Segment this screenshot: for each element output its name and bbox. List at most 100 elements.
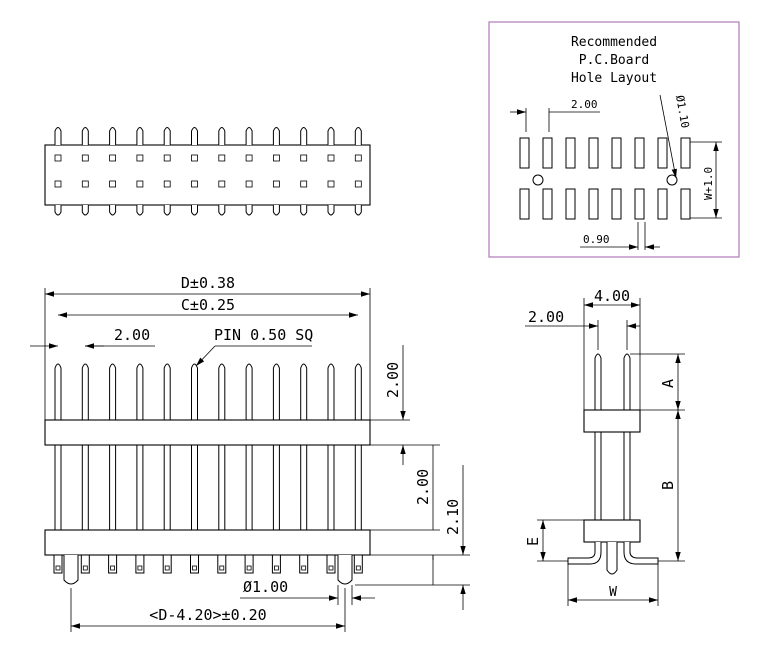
side-offset-label: 2.00 bbox=[528, 308, 564, 326]
pin-callout-label: PIN 0.50 SQ bbox=[214, 326, 313, 344]
front-pin-middle bbox=[163, 444, 171, 531]
top-pin-upper bbox=[354, 127, 362, 145]
front-pin-lead bbox=[135, 554, 145, 574]
front-view-top-insulator bbox=[44, 419, 371, 446]
front-pin-middle bbox=[327, 444, 335, 531]
dim-c-label: C±0.25 bbox=[181, 296, 235, 314]
side-dim-b-label: B bbox=[659, 481, 677, 490]
front-pin-lead-mark bbox=[164, 565, 170, 571]
front-pin-lead-mark bbox=[273, 565, 279, 571]
side-row-spacing-label: 4.00 bbox=[594, 287, 630, 305]
top-pin-upper bbox=[327, 127, 335, 145]
front-pin-upper bbox=[191, 363, 198, 420]
top-pin-square-row1 bbox=[245, 154, 253, 162]
top-pin-square-row2 bbox=[109, 180, 116, 188]
front-pin-lead-mark bbox=[355, 565, 361, 571]
pcb-pad-top bbox=[657, 137, 668, 169]
top-pin-square-row1 bbox=[218, 154, 226, 162]
top-pin-square-row1 bbox=[354, 154, 362, 162]
top-pin-square-row2 bbox=[136, 180, 144, 188]
top-pin-square-row1 bbox=[136, 154, 144, 162]
pcb-layout-frame bbox=[488, 21, 740, 258]
top-pin-square-row2 bbox=[81, 180, 89, 188]
top-pin-square-row2 bbox=[272, 180, 280, 188]
pcb-pad-top bbox=[565, 137, 576, 169]
side-pin-left-mid bbox=[594, 431, 602, 521]
front-pin-lead-mark bbox=[110, 565, 115, 571]
pcb-hole-dia-label: Ø1.10 bbox=[673, 94, 692, 129]
top-pin-upper bbox=[54, 127, 62, 145]
pcb-pad-bottom bbox=[519, 188, 530, 220]
front-pin-upper bbox=[354, 363, 362, 420]
front-view: D±0.38 C±0.25 2.00 PIN 0.50 SQ 2.00 2.00… bbox=[30, 274, 470, 632]
front-pin-upper bbox=[272, 363, 280, 420]
dim-top-label: 2.00 bbox=[384, 362, 402, 398]
side-pin-left-top bbox=[594, 353, 602, 410]
front-pin-middle bbox=[245, 444, 253, 531]
top-pin-upper bbox=[163, 127, 171, 145]
front-pin-lead bbox=[80, 554, 90, 574]
front-view-bottom-pads bbox=[53, 554, 363, 574]
front-pin-lead-mark bbox=[137, 565, 143, 571]
top-pin-upper bbox=[272, 127, 280, 145]
top-pin-lower bbox=[272, 205, 280, 216]
top-pin-lower bbox=[354, 205, 362, 216]
top-pin-upper bbox=[300, 127, 308, 145]
pcb-pad-bottom bbox=[588, 188, 599, 220]
pcb-row-spacing-label: W+1.0 bbox=[702, 167, 715, 200]
pcb-pitch-label: 2.00 bbox=[571, 98, 598, 111]
front-pin-upper bbox=[109, 363, 117, 420]
front-pin-middle bbox=[191, 444, 198, 531]
top-pin-upper bbox=[245, 127, 253, 145]
front-pin-upper bbox=[81, 363, 89, 420]
front-pin-middle bbox=[54, 444, 62, 531]
peg-span-label: <D-4.20>±0.20 bbox=[149, 606, 266, 624]
front-pin-lead bbox=[162, 554, 172, 574]
pcb-pad-bottom bbox=[680, 188, 691, 220]
dim-pitch-label: 2.00 bbox=[114, 326, 150, 344]
top-pin-lower bbox=[163, 205, 171, 216]
pin-callout-leader bbox=[195, 345, 216, 367]
front-pin-lead-mark bbox=[219, 565, 225, 571]
front-pin-upper bbox=[300, 363, 308, 420]
side-peg bbox=[606, 542, 618, 575]
front-pin-upper bbox=[218, 363, 226, 420]
dim-bottom-label: 2.10 bbox=[444, 499, 462, 535]
top-pin-square-row1 bbox=[54, 154, 62, 162]
front-view-pins bbox=[54, 363, 362, 531]
side-lead-right bbox=[623, 542, 659, 565]
front-pin-lead bbox=[190, 554, 199, 574]
top-pin-square-row2 bbox=[54, 180, 62, 188]
front-view-peg-left bbox=[63, 555, 79, 585]
front-pin-lead bbox=[217, 554, 227, 574]
top-pin-square-row1 bbox=[163, 154, 171, 162]
front-pin-lead-mark bbox=[328, 565, 334, 571]
top-pin-lower bbox=[245, 205, 253, 216]
side-pin-right-mid bbox=[623, 431, 631, 521]
pcb-pad-bottom bbox=[611, 188, 622, 220]
top-pin-lower bbox=[81, 205, 89, 216]
front-pin-upper bbox=[54, 363, 62, 420]
pcb-pad-top bbox=[634, 137, 645, 169]
pcb-pad-top bbox=[519, 137, 530, 169]
top-view-body bbox=[44, 144, 371, 206]
pcb-pads bbox=[519, 137, 691, 220]
top-pin-upper bbox=[109, 127, 117, 145]
front-pin-lead-mark bbox=[55, 565, 61, 571]
front-pin-upper bbox=[163, 363, 171, 420]
pcb-pad-width-label: 0.90 bbox=[583, 233, 610, 246]
front-pin-lead bbox=[108, 554, 118, 574]
top-pin-square-row1 bbox=[327, 154, 335, 162]
pcb-hole-leader bbox=[659, 94, 677, 179]
front-pin-lead-mark bbox=[192, 565, 197, 571]
top-pin-lower bbox=[136, 205, 144, 216]
top-pin-square-row2 bbox=[163, 180, 171, 188]
top-pin-square-row2 bbox=[245, 180, 253, 188]
front-pin-middle bbox=[354, 444, 362, 531]
pcb-layout-title-line3: Hole Layout bbox=[571, 71, 657, 86]
pcb-pad-bottom bbox=[634, 188, 645, 220]
peg-dia-label: Ø1.00 bbox=[243, 578, 288, 596]
front-pin-lead bbox=[244, 554, 254, 574]
top-pin-square-row1 bbox=[81, 154, 89, 162]
top-view bbox=[44, 127, 371, 216]
